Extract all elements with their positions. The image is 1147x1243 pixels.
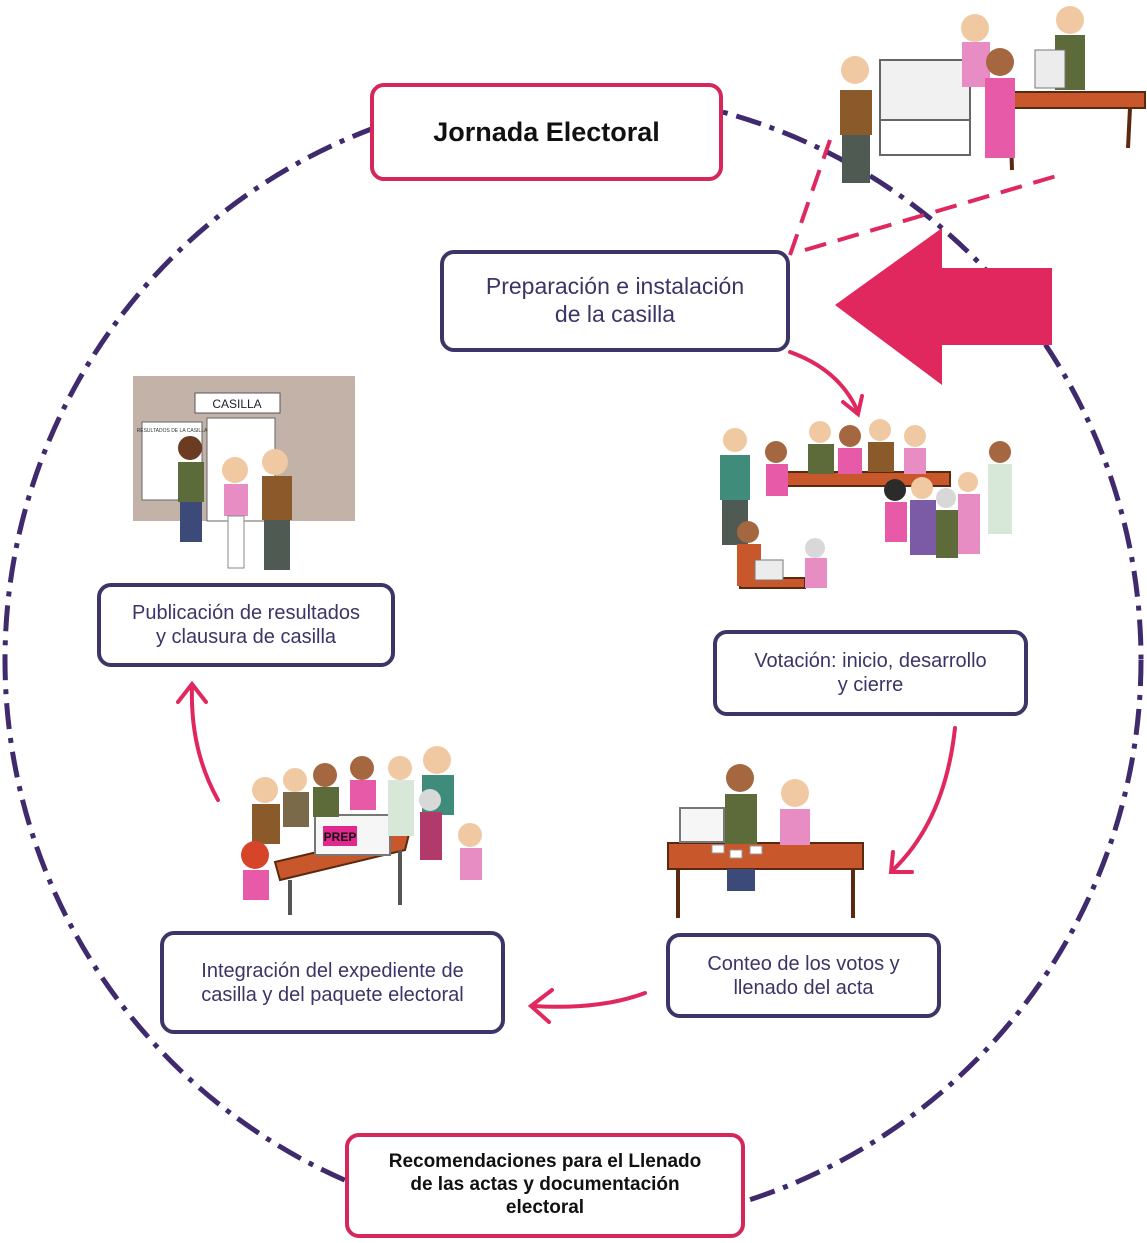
callout-line	[804, 173, 1061, 252]
recommendations-box: Recomendaciones para el Llenado de las a…	[345, 1133, 745, 1238]
step-box-votacion: Votación: inicio, desarrollo y cierre	[713, 630, 1028, 716]
title-box: Jornada Electoral	[370, 83, 723, 181]
step-label: Publicación de resultados y clausura de …	[132, 602, 360, 648]
title-label: Jornada Electoral	[433, 116, 660, 147]
step-box-integracion: Integración del expediente de casilla y …	[160, 931, 505, 1034]
voting-illustration	[720, 419, 1012, 589]
flow-arrow-icon	[888, 726, 957, 874]
step-label: Votación: inicio, desarrollo y cierre	[754, 650, 987, 696]
step-box-preparacion: Preparación e instalación de la casilla	[440, 250, 790, 352]
step-label: Integración del expediente de casilla y …	[201, 959, 464, 1006]
callout-line	[788, 139, 832, 256]
step-label: Preparación e instalación de la casilla	[485, 273, 745, 327]
flow-arrow-icon	[527, 988, 647, 1024]
booth-illustration	[840, 6, 1146, 183]
results-sheet-label: RESULTADOS DE LA CASILLA	[137, 428, 208, 434]
casilla-sign-label: CASILLA	[212, 397, 261, 411]
flow-arrow-icon	[176, 680, 220, 802]
step-box-conteo: Conteo de los votos y llenado del acta	[666, 933, 941, 1018]
current-step-arrow-icon	[835, 228, 1052, 385]
prep-box-label: PREP	[324, 830, 357, 844]
counting-illustration	[667, 764, 864, 918]
step-box-publicacion: Publicación de resultados y clausura de …	[97, 583, 395, 667]
results-illustration: CASILLA RESULTADOS DE LA CASILLA	[133, 376, 355, 570]
recommendations-label: Recomendaciones para el Llenado de las a…	[388, 1151, 702, 1218]
prep-illustration: PREP	[241, 746, 482, 915]
flow-arrow-icon	[788, 350, 864, 418]
step-label: Conteo de los votos y llenado del acta	[707, 952, 900, 999]
